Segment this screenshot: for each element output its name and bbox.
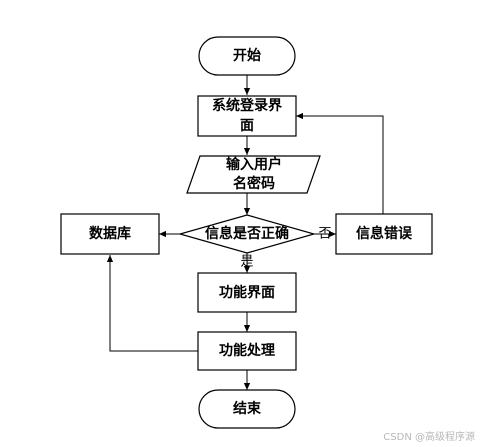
input-credentials-node: 输入用户 名密码 (186, 155, 321, 194)
arrow-process-to-database (106, 255, 198, 352)
end-node: 结束 (198, 389, 296, 429)
info-error-label: 信息错误 (356, 225, 413, 242)
database-node: 数据库 (60, 213, 160, 255)
edge-label-yes: 是 (240, 255, 253, 270)
function-process-node: 功能处理 (197, 331, 297, 371)
watermark: CSDN @高级程序源 (383, 432, 475, 443)
database-label: 数据库 (89, 225, 131, 242)
login-screen-label-line1: 系统登录界 (212, 97, 283, 114)
arrow-error-to-login (296, 112, 384, 214)
connectors (106, 75, 384, 390)
start-label: 开始 (233, 47, 261, 64)
login-screen-node: 系统登录界 面 (197, 95, 297, 137)
input-credentials-label-line1: 输入用户 (226, 156, 282, 173)
function-page-label: 功能界面 (219, 284, 275, 301)
login-screen-label-line2: 面 (240, 118, 254, 134)
function-page-node: 功能界面 (197, 272, 297, 313)
function-process-label: 功能处理 (219, 342, 275, 359)
info-error-node: 信息错误 (335, 213, 433, 255)
start-node: 开始 (198, 36, 296, 76)
check-info-decision: 信息是否正确 (177, 214, 317, 254)
end-label: 结束 (233, 400, 262, 417)
edge-label-no: 否 (318, 227, 331, 242)
check-info-label: 信息是否正确 (205, 225, 289, 242)
input-credentials-label-line2: 名密码 (233, 175, 275, 192)
